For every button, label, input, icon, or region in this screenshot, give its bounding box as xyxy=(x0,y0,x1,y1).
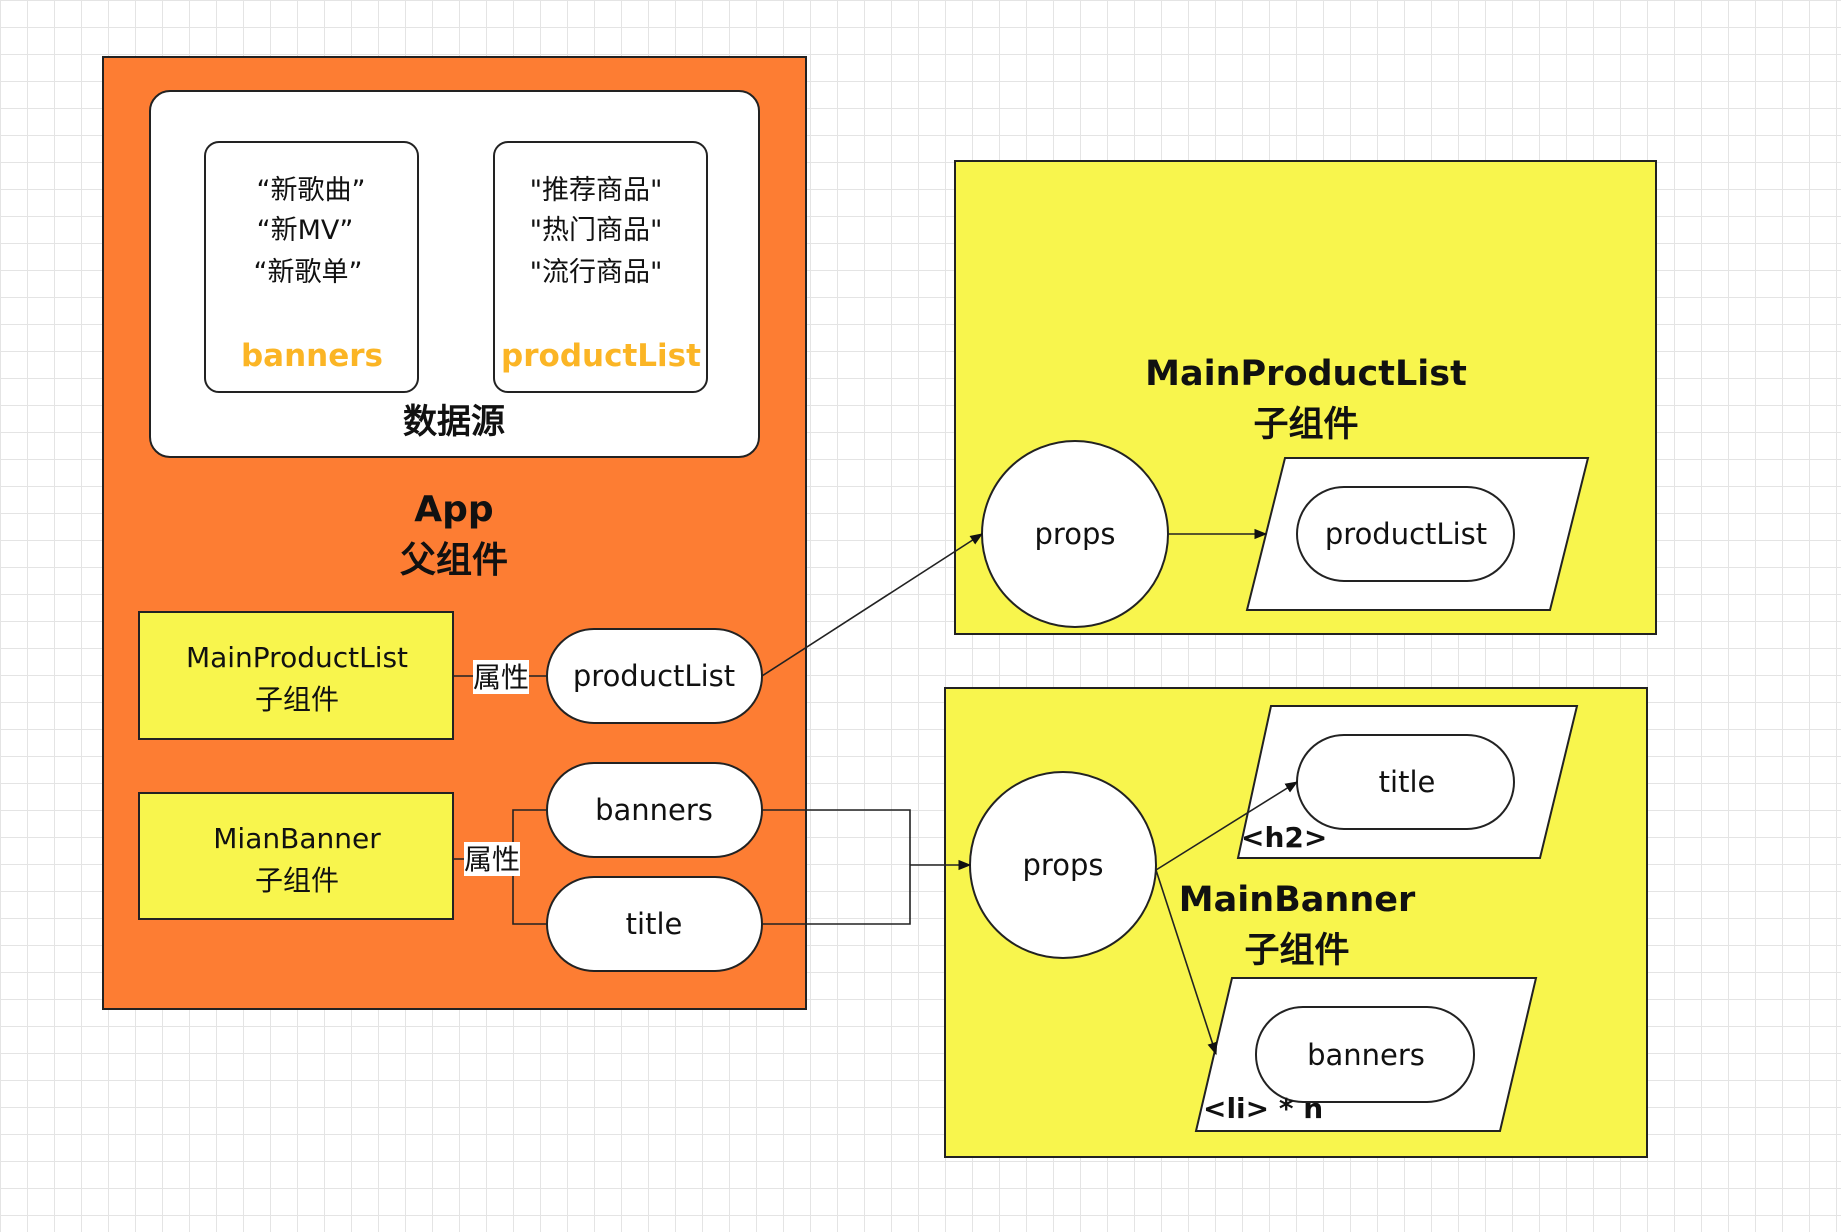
productlist-data-card xyxy=(493,141,708,393)
banner-props-to-banners-arrow xyxy=(1155,869,1218,1056)
attr-label-bg-1 xyxy=(473,660,529,694)
prop-banners-label: banners xyxy=(595,793,713,827)
banner-li-tag: <li> * n xyxy=(1203,1092,1323,1125)
banner-child-name: MainBanner xyxy=(1179,880,1416,920)
main-product-list-name: MainProductList xyxy=(186,641,408,674)
banner-child-role: 子组件 xyxy=(1244,931,1349,971)
attr-connector-title xyxy=(512,859,547,925)
prop-title-label: title xyxy=(626,907,683,941)
mpl-child-role: 子组件 xyxy=(1253,405,1358,445)
main-banner-box xyxy=(138,792,454,920)
app-name: App xyxy=(414,489,493,530)
attr-label-1: 属性 xyxy=(473,661,529,694)
banner-props-to-title-arrow xyxy=(1155,781,1299,871)
main-banner-name: MianBanner xyxy=(213,822,381,855)
product-item-3: "流行商品" xyxy=(530,257,663,288)
mpl-productlist-pill xyxy=(1296,486,1515,582)
mpl-child-name: MainProductList xyxy=(1145,354,1467,394)
song-item-3: “新歌单” xyxy=(254,257,363,288)
productlist-to-mpl-props-arrow xyxy=(761,533,984,677)
song-item-2: “新MV” xyxy=(257,215,354,246)
productlist-data-label: productList xyxy=(501,338,701,374)
banner-banners-label: banners xyxy=(1307,1038,1425,1072)
banner-h2-tag: <h2> xyxy=(1241,821,1327,854)
main-product-list-box xyxy=(138,611,454,740)
mpl-props-label: props xyxy=(1035,517,1116,551)
attr-label-2: 属性 xyxy=(464,843,520,876)
datasource-title: 数据源 xyxy=(403,402,505,442)
banner-props-label: props xyxy=(1023,848,1104,882)
app-role: 父组件 xyxy=(400,540,508,581)
prop-productlist-label: productList xyxy=(573,659,735,693)
banner-title-label: title xyxy=(1379,765,1436,799)
main-product-list-role: 子组件 xyxy=(255,683,339,716)
attr-label-bg-2 xyxy=(464,842,520,876)
mpl-productlist-label: productList xyxy=(1325,517,1487,551)
product-item-2: "热门商品" xyxy=(530,215,663,246)
product-item-1: "推荐商品" xyxy=(530,175,663,206)
main-banner-role: 子组件 xyxy=(255,864,339,897)
banner-banners-pill xyxy=(1255,1006,1475,1103)
banners-data-label: banners xyxy=(241,338,383,374)
banners-to-banner-props-connector xyxy=(762,809,911,925)
banners-data-card xyxy=(204,141,419,393)
song-item-1: “新歌曲” xyxy=(257,175,366,206)
